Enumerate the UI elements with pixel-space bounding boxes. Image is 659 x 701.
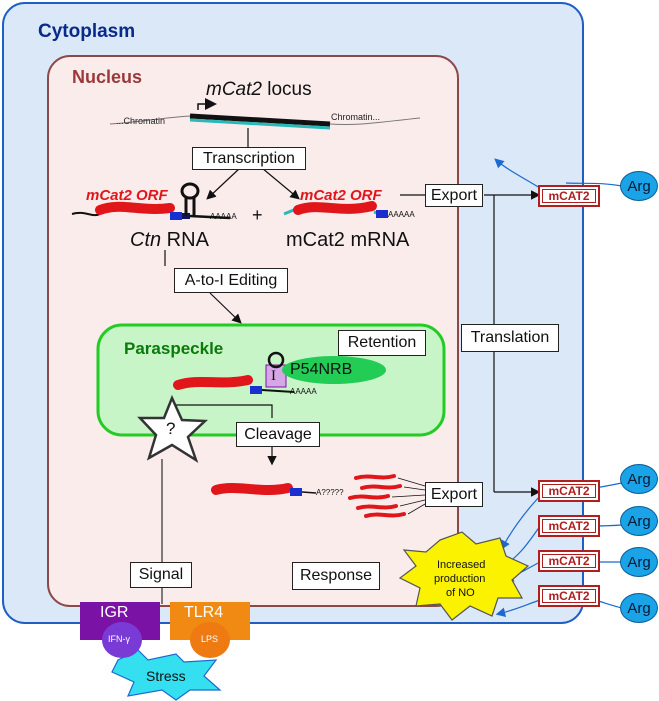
igr-label: IGR (100, 604, 129, 621)
ctn-rna-title: Ctn RNA (130, 230, 209, 250)
export-bottom-box: Export (425, 482, 483, 507)
retention-box: Retention (338, 330, 426, 356)
mcat2-transporter-4: mCAT2 (538, 550, 600, 572)
translation-box: Translation (461, 324, 559, 352)
chromatin-right-label: Chromatin... (331, 112, 381, 122)
export-top-box: Export (425, 184, 483, 207)
mcat2-transporter-3: mCAT2 (538, 515, 600, 537)
paraspeckle-label: Paraspeckle (124, 339, 224, 358)
retained-polya: AAAAA (290, 387, 317, 396)
editing-box: A-to-I Editing (174, 268, 288, 293)
ifn-gamma-label: IFN-γ (108, 634, 130, 644)
arg-molecule-1: Arg (620, 171, 658, 201)
nucleus-label: Nucleus (72, 67, 143, 87)
no-line-2: production (434, 573, 486, 585)
cleaved-mcat2-mrna (211, 483, 317, 496)
mrna-polya: AAAAA (388, 210, 415, 219)
mcat2-mrna-molecule (283, 201, 388, 218)
mcat2-transporter-5: mCAT2 (538, 585, 600, 607)
plus-sign: + (252, 205, 263, 225)
arg-molecule-2: Arg (620, 464, 658, 494)
ctn-suffix: RNA (161, 229, 209, 251)
signal-box: Signal (130, 562, 192, 588)
arg-molecule-3: Arg (620, 506, 658, 536)
ctn-orf-label: mCat2 ORF (86, 187, 168, 204)
ctn-name: Ctn (130, 229, 162, 251)
stress-burst (111, 649, 222, 701)
locus-suffix: locus (261, 79, 312, 100)
transcription-box: Transcription (192, 147, 306, 170)
mrna-title: mCat2 mRNA (286, 229, 410, 251)
cleavage-box: Cleavage (236, 422, 320, 447)
lps-ligand (190, 622, 230, 658)
locus-title: mCat2 locus (206, 80, 312, 99)
no-line-3: of NO (446, 587, 475, 599)
unknown-factor-label: ? (166, 419, 176, 438)
tlr4-label: TLR4 (184, 604, 224, 621)
arg-molecule-4: Arg (620, 547, 658, 577)
ifn-gamma-ligand (102, 622, 142, 658)
mcat2-transporter-2: mCAT2 (538, 480, 600, 502)
lps-label: LPS (201, 634, 219, 644)
p54nrb-label: P54NRB (290, 361, 353, 378)
locus-gene-name: mCat2 (206, 79, 262, 100)
mrna-orf-label: mCat2 ORF (300, 187, 382, 204)
mcat2-transporter-1: mCAT2 (538, 185, 600, 207)
exported-mrna-group (348, 474, 406, 518)
stress-label: Stress (146, 668, 186, 684)
retained-ctn-rna (173, 351, 386, 394)
ctn-polya: AAAAA (210, 212, 237, 221)
response-box: Response (292, 562, 380, 590)
unknown-factor-star (137, 394, 209, 463)
inosine-label: I (271, 368, 276, 384)
ctn-rna-molecule (71, 182, 231, 220)
no-production-burst (398, 531, 530, 621)
arg-molecule-5: Arg (620, 593, 658, 623)
mcat2-locus-gene (109, 98, 421, 130)
cleaved-polya: A????? (316, 488, 344, 497)
chromatin-left-label: ...Chromatin (116, 116, 166, 126)
no-line-1: Increased (437, 559, 486, 571)
cytoplasm-label: Cytoplasm (38, 21, 136, 42)
